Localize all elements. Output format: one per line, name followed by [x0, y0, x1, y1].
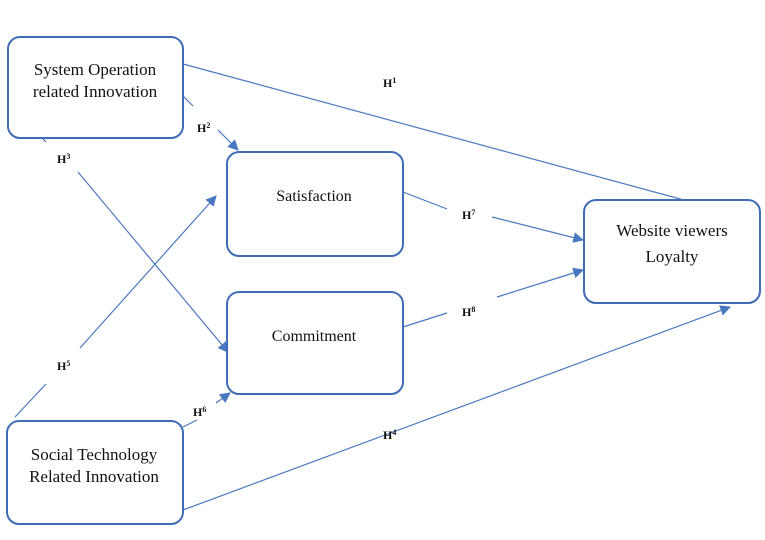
label-h3: H3	[57, 152, 70, 166]
edge-h8-commitment-to-loyalty-a	[402, 312, 448, 328]
edge-h7-satisfaction-to-loyalty-b	[491, 216, 585, 243]
label-h5: H5	[57, 359, 70, 373]
node-satisfaction-label: Satisfaction	[276, 188, 352, 205]
edge-h1-system-to-loyalty	[182, 63, 730, 215]
node-social-technology: Social Technology Related Innovation	[6, 420, 184, 525]
edge-h6-social-to-commitment-a	[182, 419, 198, 428]
edge-h8-commitment-to-loyalty-b	[496, 267, 585, 298]
node-website-loyalty: Website viewers Loyalty	[583, 199, 761, 304]
node-social-technology-line1: Social Technology	[31, 445, 158, 464]
label-h1: H1	[383, 76, 396, 90]
node-commitment-label: Commitment	[272, 328, 357, 345]
label-h6: H6	[193, 405, 206, 419]
node-system-operation-line2: related Innovation	[33, 82, 158, 101]
edge-h2-system-to-satisfaction-a	[182, 95, 194, 107]
node-social-technology-line2: Related Innovation	[29, 467, 159, 486]
edge-h5-social-to-satisfaction-b	[79, 195, 217, 349]
node-satisfaction: Satisfaction	[226, 151, 404, 257]
label-h4: H4	[383, 428, 396, 442]
node-loyalty-line1: Website viewers	[616, 221, 727, 240]
edge-h3-system-to-commitment-b	[77, 171, 229, 353]
label-h2: H2	[197, 121, 210, 135]
node-loyalty-line2: Loyalty	[646, 247, 699, 266]
edge-h5-social-to-satisfaction-a	[14, 383, 47, 418]
edge-h2-system-to-satisfaction-b	[217, 129, 239, 151]
label-h7: H7	[462, 208, 475, 222]
node-system-operation-line1: System Operation	[34, 60, 157, 79]
edge-h4-social-to-loyalty	[182, 305, 732, 511]
node-system-operation: System Operation related Innovation	[7, 36, 184, 139]
edge-h7-satisfaction-to-loyalty-a	[402, 191, 448, 210]
node-commitment: Commitment	[226, 291, 404, 395]
edge-h6-social-to-commitment-b	[215, 392, 231, 404]
label-h8: H8	[462, 305, 475, 319]
